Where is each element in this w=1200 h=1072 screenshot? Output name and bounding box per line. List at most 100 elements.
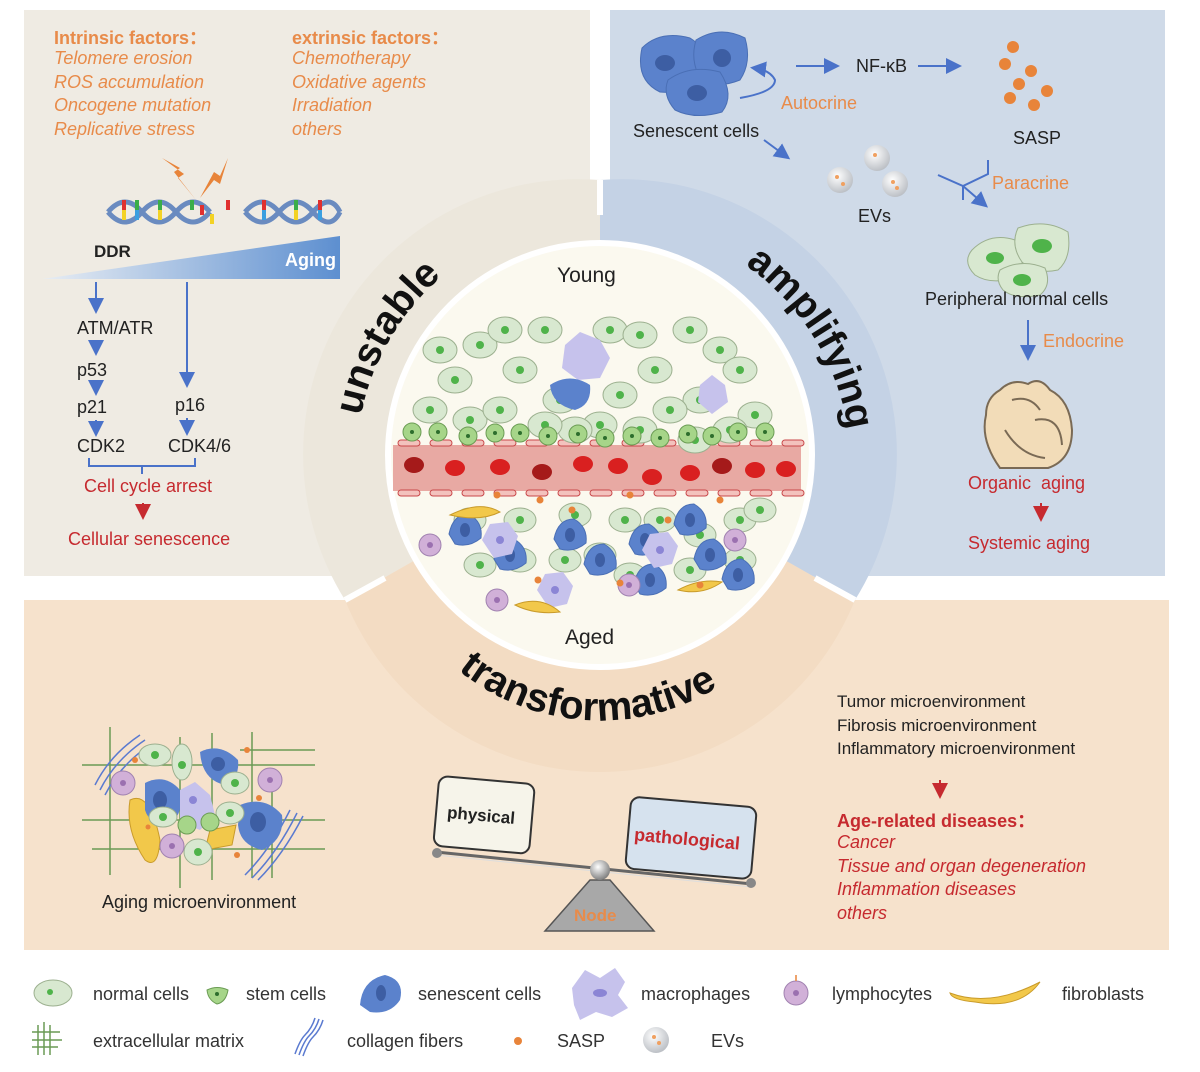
red-blood-cell xyxy=(712,458,732,474)
cellular-senescence-label: Cellular senescence xyxy=(68,529,231,549)
endothelial-cell xyxy=(685,489,709,497)
endothelial-cell xyxy=(717,489,741,497)
collagen-fibers-icon xyxy=(294,1017,324,1057)
nucleus xyxy=(496,536,504,544)
sasp-particle xyxy=(664,516,672,524)
nucleus xyxy=(685,513,695,527)
dna-damage-icon xyxy=(106,158,343,225)
endothelial-cell xyxy=(781,489,805,497)
red-blood-cell xyxy=(445,460,465,476)
nucleus xyxy=(451,376,459,384)
sasp-particle xyxy=(716,496,724,504)
nucleus xyxy=(410,430,414,434)
legend-collagen-fibers: collagen fibers xyxy=(347,1031,464,1051)
autocrine-label: Autocrine xyxy=(781,93,858,113)
extrinsic-factor: Oxidative agents xyxy=(292,71,427,92)
aged-tissue xyxy=(418,491,777,614)
nucleus xyxy=(576,432,580,436)
nucleus xyxy=(518,431,522,435)
evs-label: EVs xyxy=(858,206,892,226)
organic-aging-label: Organic aging xyxy=(968,473,1086,493)
red-blood-cell xyxy=(490,459,510,475)
senescent-cell xyxy=(550,378,591,410)
systemic-aging-label: Systemic aging xyxy=(968,533,1091,553)
legend-extracellular-matrix: extracellular matrix xyxy=(93,1031,245,1051)
nucleus xyxy=(466,416,474,424)
fibroblast xyxy=(513,600,562,614)
nucleus xyxy=(686,566,694,574)
nucleus xyxy=(476,341,484,349)
nucleus xyxy=(630,434,634,438)
nucleus xyxy=(736,516,744,524)
pathway-arrows xyxy=(88,282,196,474)
disease-item: Tissue and organ degeneration xyxy=(837,855,1087,876)
red-blood-cell xyxy=(573,456,593,472)
nucleus xyxy=(494,597,500,603)
nucleus xyxy=(493,431,497,435)
microenvironment-list: Tumor microenvironment Fibrosis microenv… xyxy=(837,690,1075,761)
intrinsic-factor: ROS accumulation xyxy=(54,71,205,92)
nucleus xyxy=(716,346,724,354)
legend-evs: EVs xyxy=(711,1031,745,1051)
young-label: Young xyxy=(557,264,616,287)
nucleus xyxy=(476,561,484,569)
young-tissue xyxy=(402,316,775,454)
sasp-particle xyxy=(536,496,544,504)
endothelial-cell xyxy=(397,489,421,497)
sasp-particle xyxy=(493,491,501,499)
disease-item: Inflammation diseases xyxy=(837,879,1017,899)
nucleus xyxy=(426,406,434,414)
sasp-particle xyxy=(616,579,624,587)
nucleus xyxy=(595,553,605,567)
aging-microenvironment-label: Aging microenvironment xyxy=(102,892,297,912)
nucleus xyxy=(616,391,624,399)
extrinsic-factors-heading: extrinsic factors： xyxy=(292,28,450,48)
diseases-list: Cancer Tissue and organ degeneration Inf… xyxy=(837,831,1086,925)
nucleus xyxy=(621,516,629,524)
nucleus xyxy=(606,326,614,334)
peripheral-normal-cells xyxy=(967,223,1070,298)
extrinsic-factor: others xyxy=(292,118,343,139)
endothelial-cell xyxy=(461,489,485,497)
pathological-box xyxy=(624,796,758,880)
nucleus xyxy=(596,421,604,429)
sasp-particle xyxy=(534,576,542,584)
endothelial-cell xyxy=(781,439,805,447)
nucleus xyxy=(705,548,715,562)
fibroblast-icon xyxy=(949,981,1041,1005)
physical-box xyxy=(432,775,536,855)
legend-normal-cells: normal cells xyxy=(93,984,190,1004)
nfkb-label: NF-κB xyxy=(856,56,907,76)
endothelial-cell xyxy=(429,489,453,497)
red-blood-cell xyxy=(642,469,662,485)
p53-label: p53 xyxy=(77,360,108,380)
disease-item: Cancer xyxy=(837,832,896,852)
atm-atr-label: ATM/ATR xyxy=(77,318,154,338)
legend-lymphocytes: lymphocytes xyxy=(832,984,933,1004)
nucleus xyxy=(436,430,440,434)
nucleus xyxy=(686,326,694,334)
p21-label: p21 xyxy=(77,397,108,417)
nucleus xyxy=(603,436,607,440)
evs-icon xyxy=(827,145,908,197)
disease-item: others xyxy=(837,902,888,923)
balance-seesaw xyxy=(432,775,758,932)
senescent-cells-cluster xyxy=(640,31,749,116)
endocrine-label: Endocrine xyxy=(1043,331,1125,351)
endothelial-cell xyxy=(749,439,773,447)
nucleus xyxy=(501,326,509,334)
blood-vessel xyxy=(393,439,805,497)
microenvironment-item: Fibrosis microenvironment xyxy=(837,715,1037,735)
fibroblast xyxy=(448,506,502,519)
macrophage xyxy=(698,375,728,414)
peripheral-normal-cells-label: Peripheral normal cells xyxy=(925,289,1109,309)
paracrine-label: Paracrine xyxy=(992,173,1070,193)
p16-label: p16 xyxy=(175,395,206,415)
nucleus xyxy=(666,406,674,414)
nucleus xyxy=(656,546,664,554)
red-blood-cell xyxy=(745,462,765,478)
sasp-particle xyxy=(626,491,634,499)
nucleus xyxy=(651,366,659,374)
nucleus xyxy=(686,432,690,436)
